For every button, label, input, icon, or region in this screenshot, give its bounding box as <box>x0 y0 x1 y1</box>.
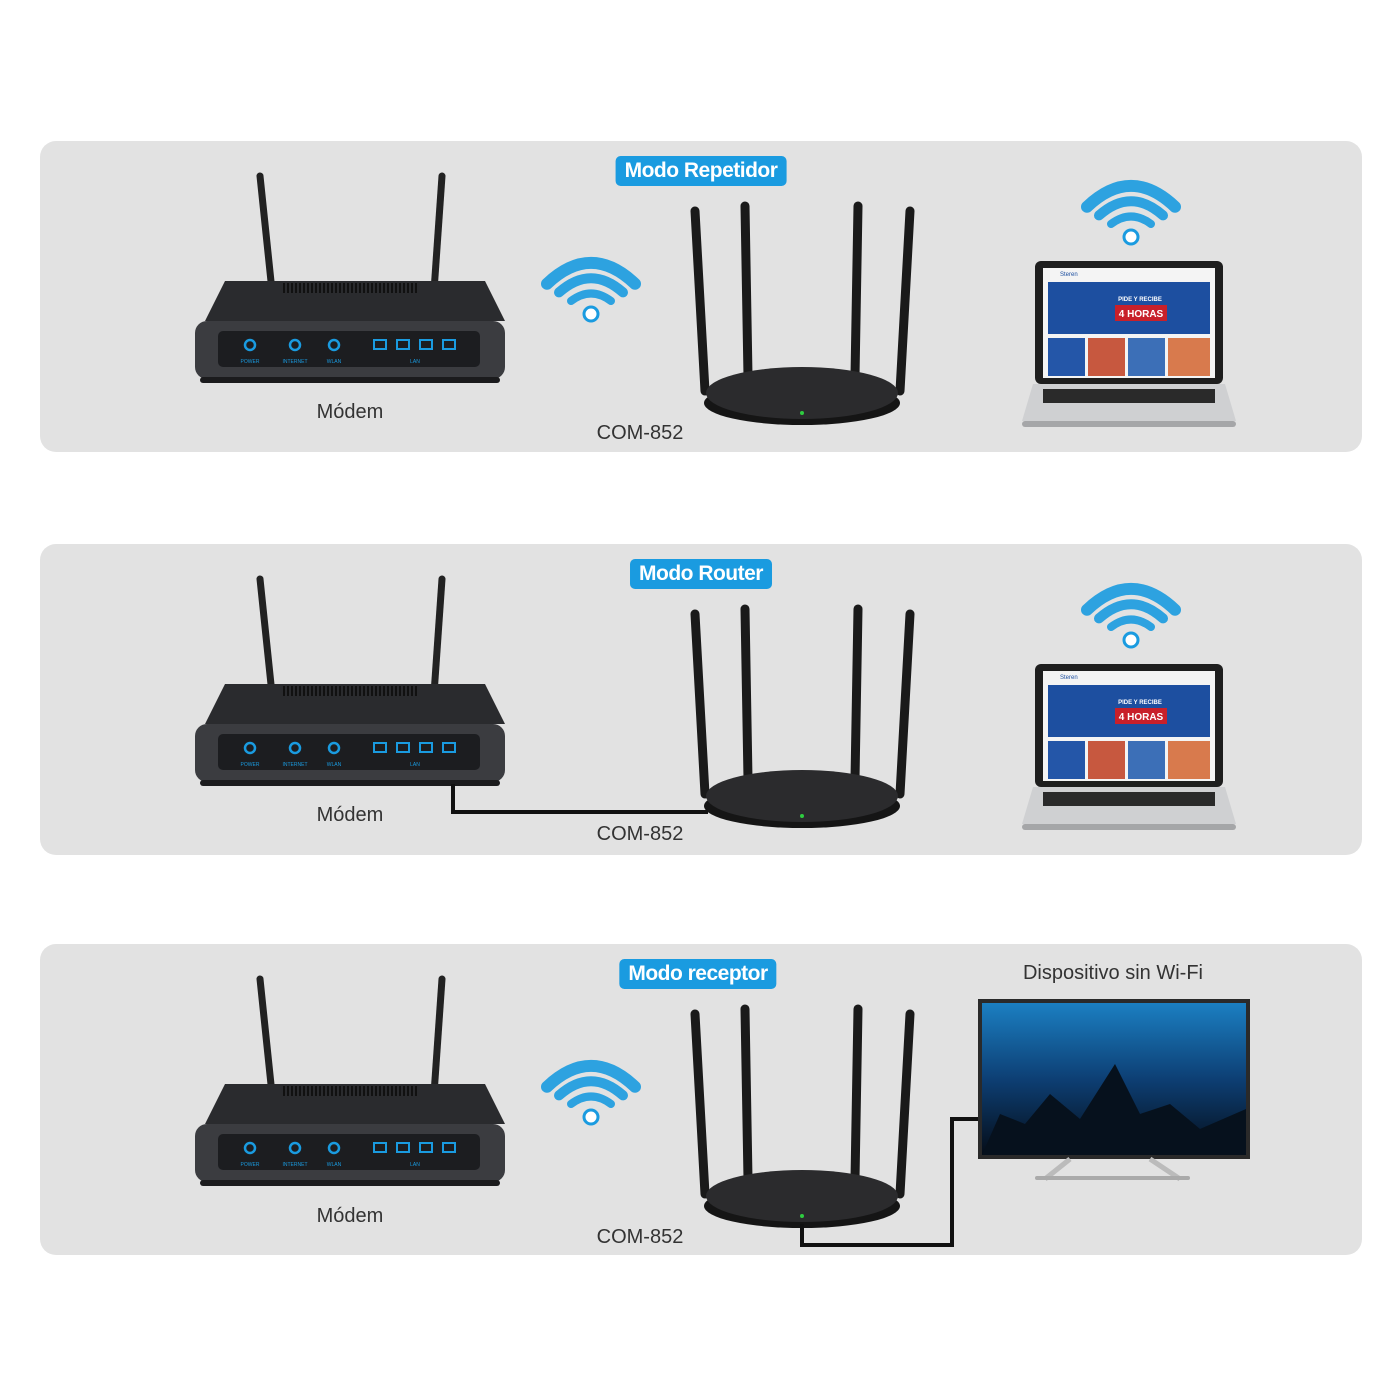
repeater-diagram: POWER INTERNET WLAN LAN 4 HORAS PIDE Y R… <box>195 172 1236 427</box>
svg-text:Steren: Steren <box>1060 272 1078 278</box>
modem-label: Módem <box>316 1205 384 1227</box>
svg-text:PIDE Y RECIBE: PIDE Y RECIBE <box>1118 297 1162 303</box>
router-diagram: POWER INTERNET WLAN LAN 4 HORAS PIDE Y R… <box>195 575 1236 830</box>
modem-image: POWER INTERNET WLAN LAN <box>195 975 505 1186</box>
laptop-image: 4 HORAS PIDE Y RECIBE Steren <box>1022 261 1236 427</box>
mode-badge: Modo Repetidor <box>615 156 787 186</box>
wifi-icon <box>1081 180 1181 246</box>
ethernet-cable <box>800 1117 980 1247</box>
svg-text:POWER: POWER <box>241 1162 260 1168</box>
wifi-icon <box>541 257 641 323</box>
modem-label: Módem <box>316 804 384 826</box>
svg-text:POWER: POWER <box>241 359 260 365</box>
tv-image <box>978 999 1250 1182</box>
device-label: COM-852 <box>596 1226 684 1248</box>
svg-text:POWER: POWER <box>241 762 260 768</box>
svg-text:4 HORAS: 4 HORAS <box>1119 309 1164 320</box>
svg-text:4 HORAS: 4 HORAS <box>1119 712 1164 723</box>
mode-badge: Modo receptor <box>619 959 777 989</box>
modem-image: POWER INTERNET WLAN LAN <box>195 575 505 786</box>
svg-text:WLAN: WLAN <box>327 359 342 365</box>
svg-text:PIDE Y RECIBE: PIDE Y RECIBE <box>1118 700 1162 706</box>
wifi-icon <box>1081 583 1181 649</box>
svg-text:WLAN: WLAN <box>327 762 342 768</box>
device-label: COM-852 <box>596 422 684 444</box>
mode-badge: Modo Router <box>630 559 772 589</box>
panel-router-mode: POWER INTERNET WLAN LAN 4 HORAS PIDE Y R… <box>40 544 1362 855</box>
com-852-router-image <box>690 201 915 425</box>
panel-repeater-mode: POWER INTERNET WLAN LAN 4 HORAS PIDE Y R… <box>40 141 1362 452</box>
svg-text:Steren: Steren <box>1060 675 1078 681</box>
device-label: COM-852 <box>596 823 684 845</box>
modem-image: POWER INTERNET WLAN LAN <box>195 172 505 383</box>
com-852-router-image <box>690 604 915 828</box>
svg-text:INTERNET: INTERNET <box>283 762 308 768</box>
client-label: Dispositivo sin Wi-Fi <box>1022 962 1204 984</box>
ethernet-cable <box>451 784 708 814</box>
com-852-router-image <box>690 1004 915 1228</box>
svg-text:INTERNET: INTERNET <box>283 1162 308 1168</box>
svg-text:LAN: LAN <box>410 1162 420 1168</box>
svg-text:LAN: LAN <box>410 762 420 768</box>
svg-text:WLAN: WLAN <box>327 1162 342 1168</box>
wifi-icon <box>541 1060 641 1126</box>
modem-label: Módem <box>316 401 384 423</box>
panel-receiver-mode: POWER INTERNET WLAN LAN Modo receptor Mó… <box>40 944 1362 1255</box>
svg-text:INTERNET: INTERNET <box>283 359 308 365</box>
laptop-image: 4 HORAS PIDE Y RECIBE Steren <box>1022 664 1236 830</box>
receiver-diagram: POWER INTERNET WLAN LAN <box>195 975 1250 1247</box>
svg-text:LAN: LAN <box>410 359 420 365</box>
